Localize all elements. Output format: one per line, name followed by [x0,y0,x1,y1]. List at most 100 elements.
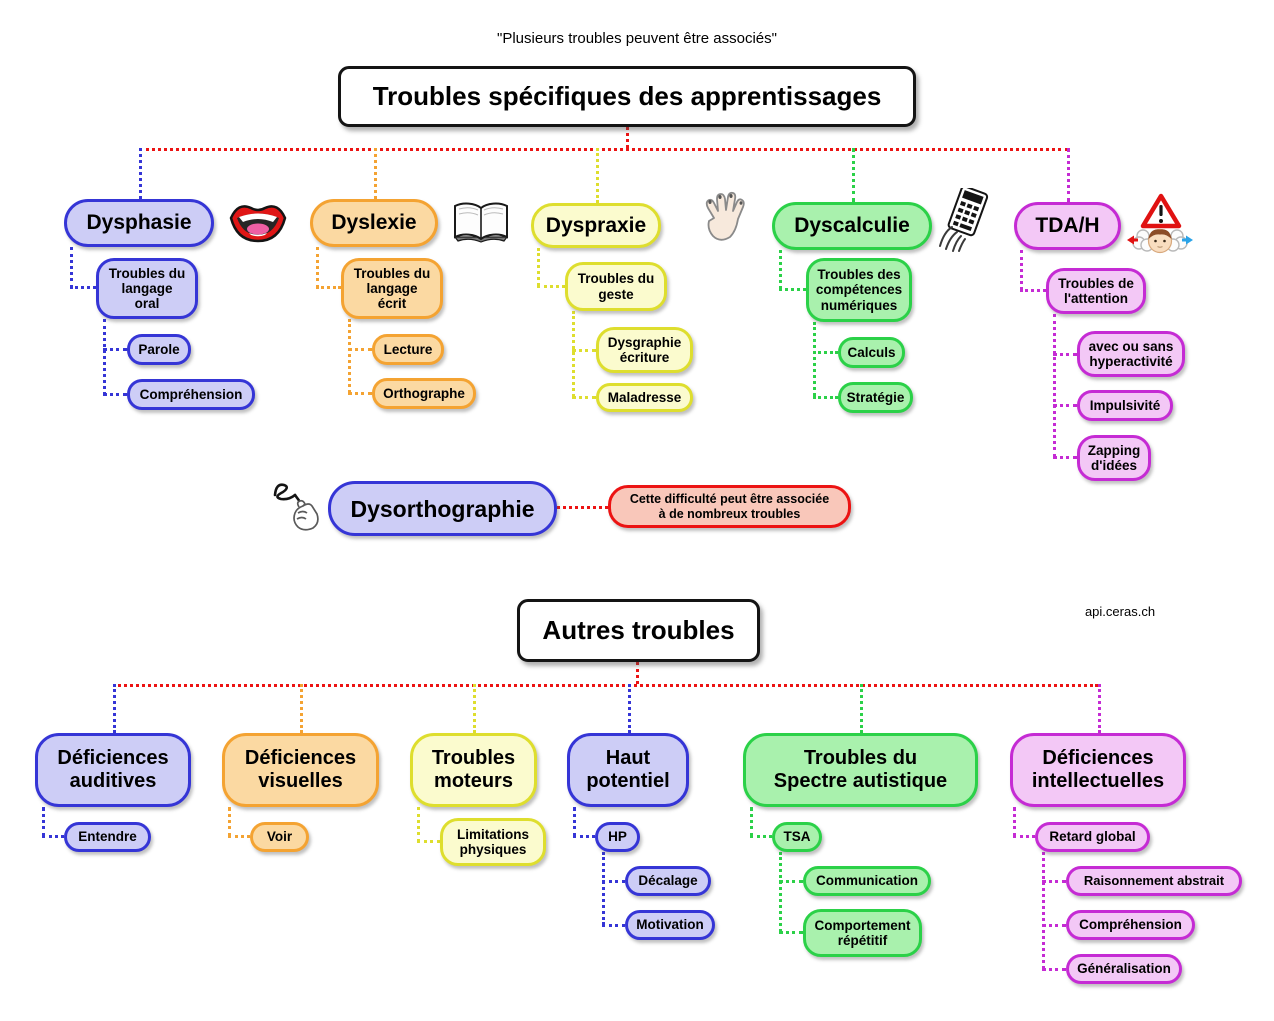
node-calculs[interactable]: Calculs [838,337,905,368]
node-voir[interactable]: Voir [250,822,309,852]
connector [1042,880,1066,883]
connector [42,835,64,838]
connector [417,840,440,843]
connector [113,684,1098,687]
node-avec-ou-sans-hyperactivite[interactable]: avec ou sans hyperactivité [1077,331,1185,377]
node-retard-global[interactable]: Retard global [1035,822,1150,852]
node-haut-potentiel[interactable]: Haut potentiel [567,733,689,807]
note-association: Cette difficulté peut être associée à de… [608,485,851,528]
node-motivation[interactable]: Motivation [625,910,715,940]
connector [1098,684,1101,733]
node-dyspraxie[interactable]: Dyspraxie [531,203,661,248]
node-dysorthographie[interactable]: Dysorthographie [328,481,557,536]
connector [348,319,351,393]
node-zapping-idees[interactable]: Zapping d'idées [1077,435,1151,481]
warning-triangle-icon [1140,193,1182,229]
quote-text: "Plusieurs troubles peuvent être associé… [497,30,777,47]
connector [1053,314,1056,457]
connector [70,247,73,288]
node-dysphasie[interactable]: Dysphasie [64,199,214,247]
node-troubles-langage-oral[interactable]: Troubles du langage oral [96,258,198,319]
connector [779,250,782,289]
node-comportement-repetitif[interactable]: Comportement répétitif [803,909,922,957]
connector [779,852,782,932]
open-hand-icon [700,191,746,248]
connector [228,835,250,838]
connector [626,127,629,148]
node-troubles-moteurs[interactable]: Troubles moteurs [410,733,537,807]
connector [779,880,803,883]
node-comprehension-intellectuelle[interactable]: Compréhension [1066,910,1195,940]
node-orthographe[interactable]: Orthographe [372,378,476,409]
connector [573,807,576,837]
connector [316,286,341,289]
node-decalage[interactable]: Décalage [625,866,711,896]
connector [374,148,377,199]
connector [70,286,96,289]
connector [750,835,772,838]
connector [572,349,596,352]
node-impulsivite[interactable]: Impulsivité [1077,390,1173,421]
node-parole[interactable]: Parole [127,334,191,365]
connector [1042,924,1066,927]
connector [636,662,639,684]
connector [813,322,816,396]
node-raisonnement-abstrait[interactable]: Raisonnement abstrait [1066,866,1242,896]
node-lecture[interactable]: Lecture [372,334,444,365]
node-generalisation[interactable]: Généralisation [1066,954,1182,984]
node-deficiences-visuelles[interactable]: Déficiences visuelles [222,733,379,807]
connector [139,148,142,199]
node-deficiences-intellectuelles[interactable]: Déficiences intellectuelles [1010,733,1186,807]
node-dysgraphie-ecriture[interactable]: Dysgraphie écriture [596,327,693,373]
node-communication[interactable]: Communication [803,866,931,896]
distracted-child-icon [1126,224,1194,256]
node-comprehension-oral[interactable]: Compréhension [127,379,255,410]
watermark: api.ceras.ch [1084,604,1156,619]
connector [1020,289,1046,292]
connector [750,807,753,837]
connector [572,311,575,397]
node-tdah[interactable]: TDA/H [1014,202,1121,250]
node-hp[interactable]: HP [595,822,640,852]
node-strategie[interactable]: Stratégie [838,382,913,413]
connector [103,348,127,351]
connector [602,924,625,927]
mouth-icon [228,199,288,245]
connector [417,807,420,842]
open-book-icon [452,200,510,244]
connector [537,248,540,286]
node-dyslexie[interactable]: Dyslexie [310,199,438,247]
connector [228,807,231,837]
connector [1042,852,1045,969]
connector [1067,148,1070,202]
connector [103,319,106,395]
node-dyscalculie[interactable]: Dyscalculie [772,202,932,250]
connector [1053,353,1077,356]
connector [139,148,1068,151]
node-deficiences-auditives[interactable]: Déficiences auditives [35,733,191,807]
connector [573,835,595,838]
connector [348,392,372,395]
connector [42,807,45,837]
node-limitations-physiques[interactable]: Limitations physiques [440,818,546,866]
calculator-hand-icon [938,185,996,252]
node-tsa[interactable]: TSA [772,822,822,852]
connector [779,288,806,291]
connector [860,684,863,733]
section2-title[interactable]: Autres troubles [517,599,760,662]
connector [813,396,838,399]
section1-title[interactable]: Troubles spécifiques des apprentissages [338,66,916,127]
connector [348,348,372,351]
node-troubles-geste[interactable]: Troubles du geste [565,262,667,311]
node-troubles-attention[interactable]: Troubles de l'attention [1046,268,1146,314]
node-maladresse[interactable]: Maladresse [596,383,693,412]
connector [473,684,476,733]
connector [1042,968,1066,971]
node-troubles-langage-ecrit[interactable]: Troubles du langage écrit [341,258,443,319]
node-entendre[interactable]: Entendre [64,822,151,852]
node-troubles-spectre-autistique[interactable]: Troubles du Spectre autistique [743,733,978,807]
connector [572,396,596,399]
connector [113,684,116,733]
connector [1053,456,1077,459]
node-troubles-competences-numeriques[interactable]: Troubles des compétences numériques [806,258,912,322]
